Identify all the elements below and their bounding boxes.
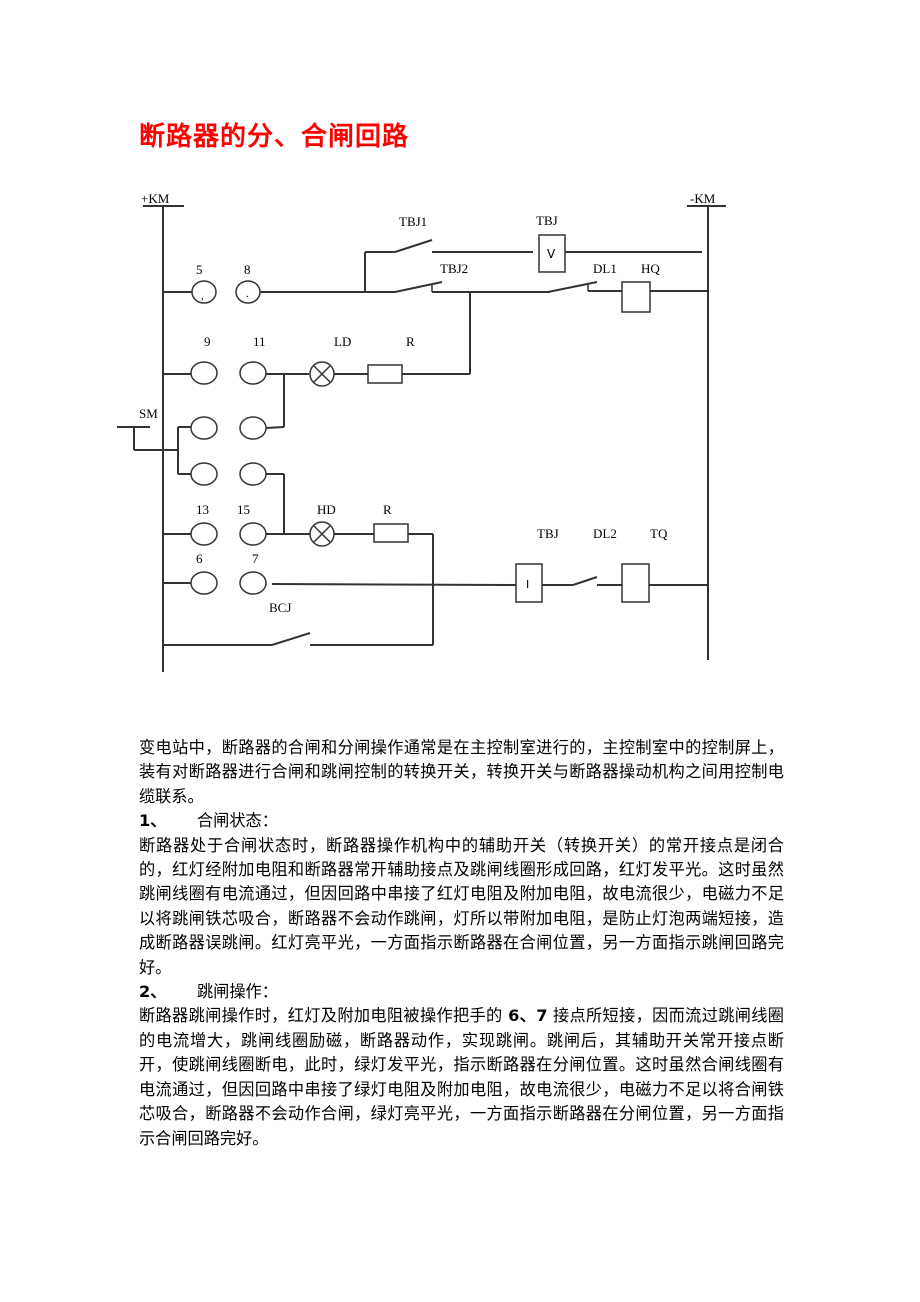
section-2-number: 2、 (139, 982, 167, 1002)
contact-5 (191, 280, 217, 304)
red-lamp-hd (309, 521, 335, 547)
contact-13 (190, 522, 218, 546)
sm-contact (239, 416, 267, 440)
tbj-current-coil (515, 563, 543, 603)
contact-7 (239, 571, 267, 595)
resistor-bottom (373, 523, 409, 543)
tq-label: TQ (650, 526, 668, 541)
dl1-contact (547, 281, 598, 293)
dl2-contact (572, 576, 598, 586)
wire (265, 426, 285, 429)
contact-9-label: 9 (204, 334, 211, 349)
section-1-paragraph: 断路器处于合闸状态时，断路器操作机构中的辅助开关（转换开关）的常开接点是闭合的，… (139, 835, 784, 977)
contact-6-label: 6 (196, 551, 203, 566)
ld-label: LD (334, 334, 351, 349)
contact-9 (190, 361, 218, 385)
sm-label: SM (139, 406, 158, 421)
body-text: 变电站中，断路器的合闸和分闸操作通常是在主控制室进行的，主控制室中的控制屏上，装… (139, 736, 784, 1151)
r-top-label: R (406, 334, 415, 349)
contact-15 (239, 522, 267, 546)
tbj1-contact (394, 239, 433, 253)
section-2-contacts: 6、7 (508, 1006, 548, 1026)
tbj-v-label: TBJ (536, 213, 558, 228)
contact-11 (239, 361, 267, 385)
wire (271, 583, 517, 586)
contact-15-label: 15 (237, 502, 250, 517)
sm-contact (239, 462, 267, 486)
tbj1-label: TBJ1 (399, 214, 427, 229)
section-1-number: 1、 (139, 811, 167, 831)
circuit-diagram: +KM -KM 5 8 , . TBJ2 TBJ1 TBJ V DL1 HQ 9… (117, 191, 726, 672)
tq-trip-coil (621, 563, 650, 603)
contact-5-mark: , (201, 290, 204, 302)
contact-13-label: 13 (196, 502, 209, 517)
dl2-label: DL2 (593, 526, 617, 541)
tbj2-label: TBJ2 (440, 261, 468, 276)
page-title: 断路器的分、合闸回路 (139, 122, 410, 152)
intro-paragraph: 变电站中，断路器的合闸和分闸操作通常是在主控制室进行的，主控制室中的控制屏上，装… (139, 738, 784, 806)
sm-contact (190, 462, 218, 486)
green-lamp-ld (309, 361, 335, 387)
tbj-i-label: TBJ (537, 526, 559, 541)
section-2-paragraph: 断路器跳闸操作时，红灯及附加电阻被操作把手的 6、7 接点所短接，因而流过跳闸线… (139, 1004, 784, 1150)
bus-positive-label: +KM (141, 191, 170, 206)
hd-label: HD (317, 502, 336, 517)
tbj-i-symbol: I (526, 578, 529, 591)
tbj-voltage-coil (538, 234, 566, 273)
tbj-v-symbol: V (547, 247, 556, 261)
contact-11-label: 11 (253, 334, 266, 349)
tbj2-contact (394, 281, 443, 293)
r-bottom-label: R (383, 502, 392, 517)
section-2-text-b: 接点所短接，因而流过跳闸线圈的电流增大，跳闸线圈励磁，断路器动作，实现跳闸。跳闸… (139, 1006, 784, 1148)
section-2-text-a: 断路器跳闸操作时，红灯及附加电阻被操作把手的 (139, 1006, 509, 1026)
sm-contact (190, 416, 218, 440)
resistor-top (367, 364, 403, 384)
contact-6 (190, 571, 218, 595)
section-1-title: 合闸状态： (197, 811, 278, 831)
dl1-label: DL1 (593, 261, 617, 276)
hq-label: HQ (641, 261, 660, 276)
hq-closing-coil (621, 281, 651, 313)
bus-negative-label: -KM (690, 191, 716, 206)
bcj-label: BCJ (269, 600, 291, 615)
section-2-title: 跳闸操作： (197, 982, 278, 1002)
contact-7-label: 7 (252, 551, 259, 566)
bcj-contact (271, 632, 311, 646)
contact-8-label: 8 (244, 262, 251, 277)
section-1-heading: 1、 合闸状态： (139, 809, 784, 833)
contact-8-mark: . (246, 288, 249, 300)
section-2-heading: 2、 跳闸操作： (139, 980, 784, 1004)
contact-5-label: 5 (196, 262, 203, 277)
